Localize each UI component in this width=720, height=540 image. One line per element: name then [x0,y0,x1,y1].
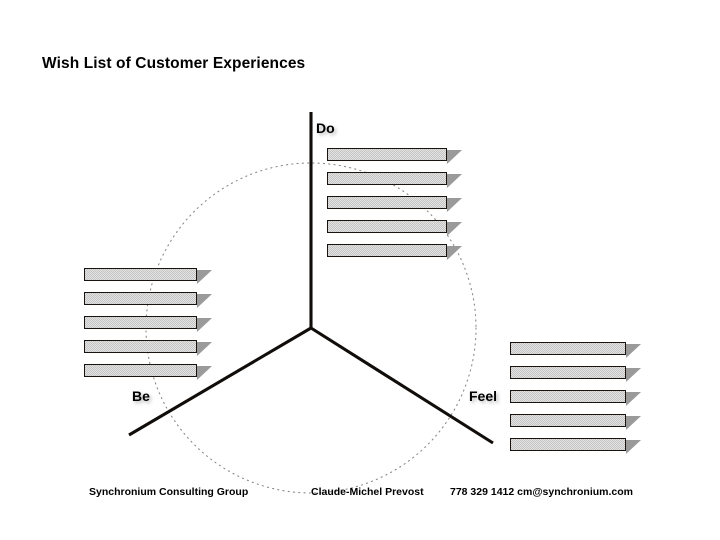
bar-shadow-icon [447,246,462,260]
bar-shadow-icon [197,366,212,380]
wish-bar[interactable] [327,148,447,161]
bar-shadow-icon [447,174,462,188]
bar-shadow-icon [626,440,641,454]
wish-bar[interactable] [84,268,197,281]
wish-bar[interactable] [327,220,447,233]
feel-spoke-line [310,326,494,445]
wish-bar[interactable] [510,366,626,379]
wish-bar[interactable] [327,196,447,209]
wish-bar[interactable] [510,342,626,355]
page-title: Wish List of Customer Experiences [42,55,306,72]
axis-label-feel: Feel [469,388,498,404]
bar-shadow-icon [197,270,212,284]
bar-shadow-icon [447,198,462,212]
wish-bar[interactable] [327,244,447,257]
bar-shadow-icon [197,294,212,308]
be-spoke-line [128,326,312,437]
bar-shadow-icon [197,342,212,356]
wish-bar[interactable] [510,414,626,427]
bar-shadow-icon [626,344,641,358]
footer-contact-info: 778 329 1412 cm@synchronium.com [450,486,633,498]
wish-bar[interactable] [84,316,197,329]
bar-shadow-icon [626,392,641,406]
wish-bar[interactable] [84,292,197,305]
axis-label-be: Be [132,388,150,404]
bar-shadow-icon [447,222,462,236]
footer-author-name: Claude-Michel Prevost [311,486,424,498]
dotted-boundary-circle [145,162,477,494]
wish-bar[interactable] [84,364,197,377]
bar-shadow-icon [447,150,462,164]
wish-bar[interactable] [84,340,197,353]
bar-shadow-icon [626,368,641,382]
axis-label-do: Do [316,120,335,136]
bar-shadow-icon [197,318,212,332]
footer-company-name: Synchronium Consulting Group [89,486,249,498]
wish-bar[interactable] [510,390,626,403]
wish-bar[interactable] [510,438,626,451]
slide-footer: Synchronium Consulting Group Claude-Mich… [0,486,720,502]
wish-bar[interactable] [327,172,447,185]
bar-shadow-icon [626,416,641,430]
